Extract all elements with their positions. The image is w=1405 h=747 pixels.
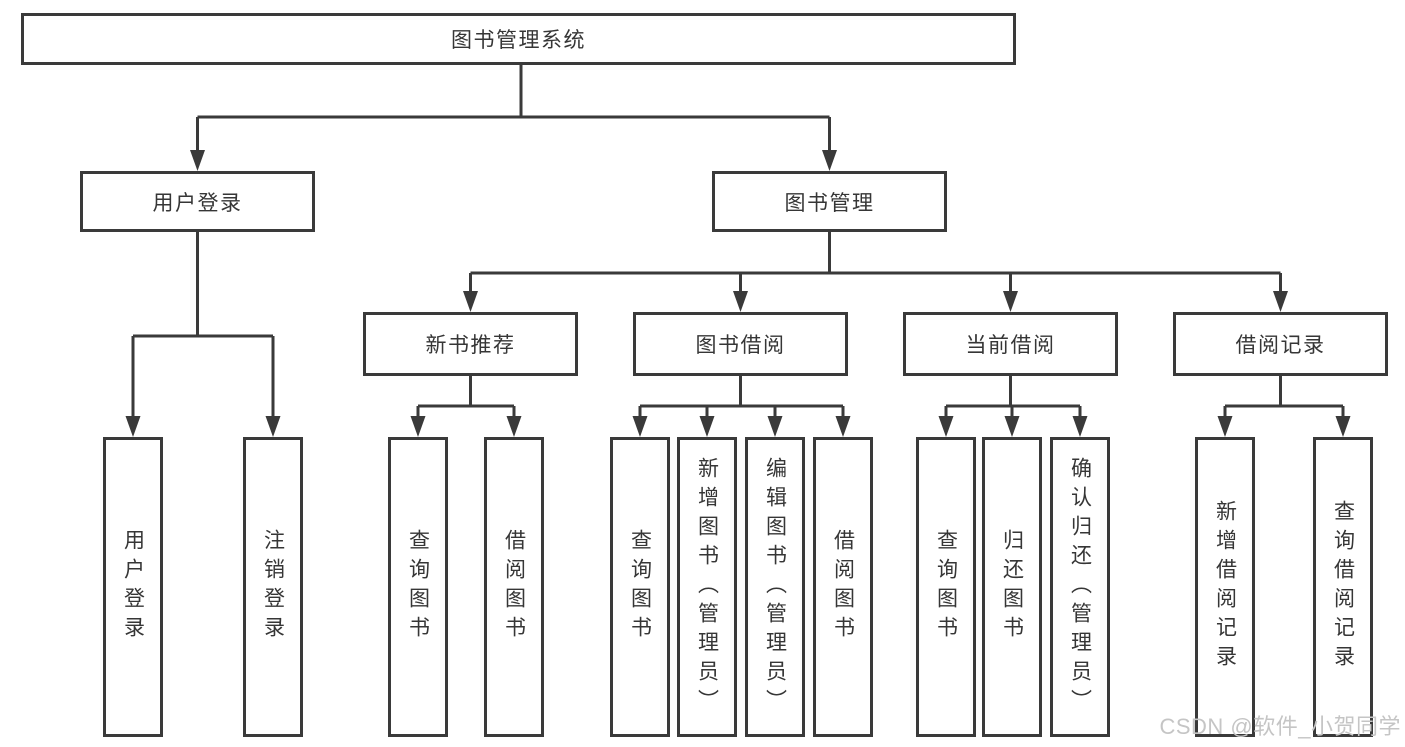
leaf-borrow-books-recommend-label: 借阅图书	[502, 529, 526, 645]
leaf-user-login: 用户登录	[103, 437, 163, 737]
leaf-return-books: 归还图书	[982, 437, 1042, 737]
arrowhead-icon	[506, 416, 522, 437]
arrowhead-icon	[822, 150, 837, 171]
leaf-borrow-books-label: 借阅图书	[831, 529, 855, 645]
leaf-add-books-admin: 新增图书（管理员）	[677, 437, 737, 737]
node-current-borrow: 当前借阅	[903, 312, 1118, 376]
arrowhead-icon	[1273, 291, 1288, 312]
arrowhead-icon	[733, 291, 748, 312]
leaf-add-borrow-record: 新增借阅记录	[1195, 437, 1255, 737]
node-user-login: 用户登录	[80, 171, 315, 232]
arrowhead-icon	[699, 416, 715, 437]
leaf-user-login-label: 用户登录	[121, 529, 145, 645]
node-borrow-records-label: 借阅记录	[1235, 334, 1326, 357]
leaf-query-books-current-label: 查询图书	[934, 529, 958, 645]
node-new-book-recommend-label: 新书推荐	[425, 334, 516, 357]
arrowhead-icon	[463, 291, 478, 312]
node-current-borrow-label: 当前借阅	[965, 334, 1056, 357]
leaf-add-borrow-record-label: 新增借阅记录	[1213, 500, 1237, 674]
leaf-query-books-recommend-label: 查询图书	[406, 529, 430, 645]
arrowhead-icon	[1335, 416, 1351, 437]
arrowhead-icon	[1072, 416, 1088, 437]
leaf-logout: 注销登录	[243, 437, 303, 737]
leaf-edit-books-admin-label: 编辑图书（管理员）	[763, 456, 787, 718]
node-root: 图书管理系统	[21, 13, 1016, 65]
leaf-logout-label: 注销登录	[261, 529, 285, 645]
leaf-edit-books-admin: 编辑图书（管理员）	[745, 437, 805, 737]
leaf-query-borrow-record-label: 查询借阅记录	[1331, 500, 1355, 674]
leaf-return-books-label: 归还图书	[1000, 529, 1024, 645]
node-root-label: 图书管理系统	[451, 29, 586, 52]
arrowhead-icon	[1217, 416, 1233, 437]
leaf-query-books-borrow: 查询图书	[610, 437, 670, 737]
leaf-confirm-return-admin-label: 确认归还（管理员）	[1068, 456, 1092, 718]
arrowhead-icon	[125, 416, 141, 437]
leaf-add-books-admin-label: 新增图书（管理员）	[695, 456, 719, 718]
arrowhead-icon	[1004, 416, 1020, 437]
node-book-borrow: 图书借阅	[633, 312, 848, 376]
arrowhead-icon	[1003, 291, 1018, 312]
node-borrow-records: 借阅记录	[1173, 312, 1388, 376]
arrowhead-icon	[938, 416, 954, 437]
node-book-management: 图书管理	[712, 171, 947, 232]
leaf-borrow-books: 借阅图书	[813, 437, 873, 737]
arrowhead-icon	[190, 150, 205, 171]
leaf-query-books-borrow-label: 查询图书	[628, 529, 652, 645]
arrowhead-icon	[767, 416, 783, 437]
csdn-watermark: CSDN @软件_小贺同学	[1159, 714, 1401, 739]
arrowhead-icon	[265, 416, 281, 437]
node-book-management-label: 图书管理	[784, 191, 875, 215]
node-user-login-label: 用户登录	[152, 191, 243, 215]
leaf-query-books-recommend: 查询图书	[388, 437, 448, 737]
node-book-borrow-label: 图书借阅	[695, 334, 786, 357]
leaf-query-books-current: 查询图书	[916, 437, 976, 737]
leaf-confirm-return-admin: 确认归还（管理员）	[1050, 437, 1110, 737]
leaf-query-borrow-record: 查询借阅记录	[1313, 437, 1373, 737]
node-new-book-recommend: 新书推荐	[363, 312, 578, 376]
arrowhead-icon	[835, 416, 851, 437]
arrowhead-icon	[410, 416, 426, 437]
leaf-borrow-books-recommend: 借阅图书	[484, 437, 544, 737]
arrowhead-icon	[632, 416, 648, 437]
